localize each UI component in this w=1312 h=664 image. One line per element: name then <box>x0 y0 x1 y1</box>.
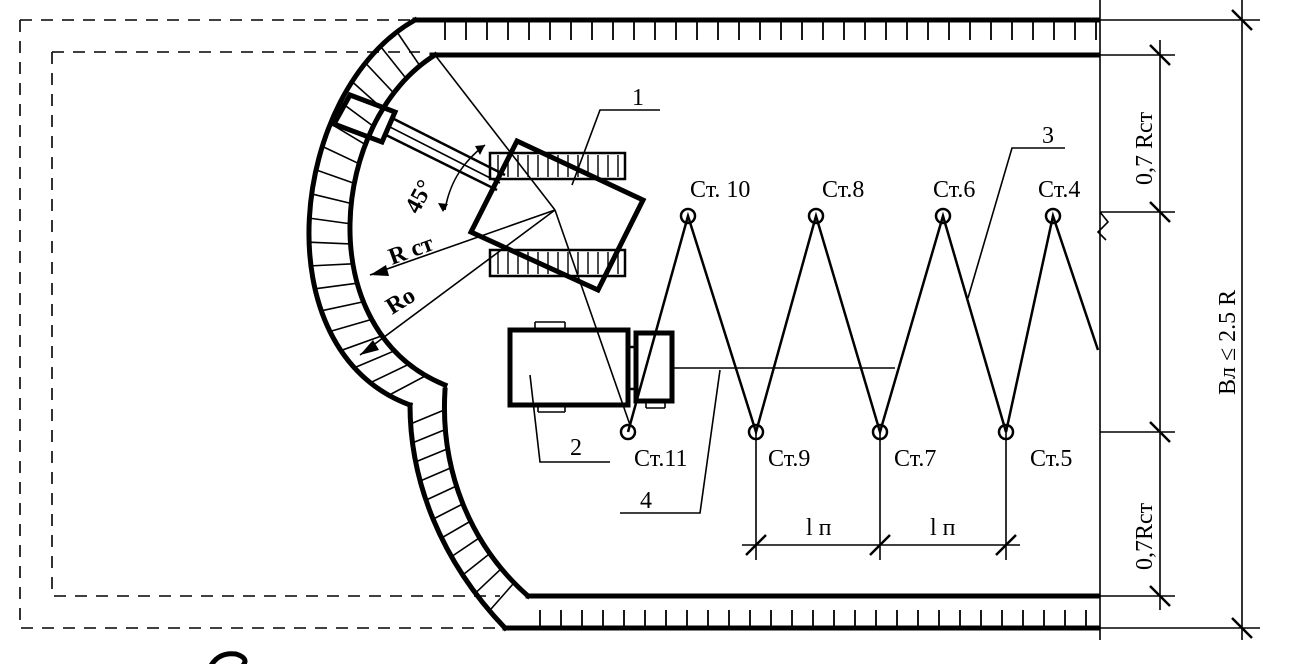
label-dim-bottom: 0,7Rст <box>1132 502 1158 570</box>
label-angle: 45° <box>400 176 439 218</box>
station-label-6: Ст.6 <box>933 177 975 203</box>
label-step-1: l п <box>806 515 832 541</box>
station-label-8: Ст.8 <box>822 177 864 203</box>
station-label-9: Ст.9 <box>768 446 810 472</box>
dimension-lines <box>1096 0 1260 640</box>
station-circle-8 <box>807 207 825 225</box>
leaders <box>529 109 1065 514</box>
label-step-2: l п <box>930 515 956 541</box>
label-truck: 2 <box>570 435 582 461</box>
stations <box>619 207 1062 441</box>
station-circle-9 <box>747 423 765 441</box>
label-dim-top: 0,7 Rст <box>1132 111 1158 185</box>
station-path <box>626 211 1100 437</box>
station-label-5: Ст.5 <box>1030 446 1072 472</box>
partial-glyph <box>208 651 248 664</box>
label-path: 3 <box>1042 123 1054 149</box>
excavator <box>330 54 647 426</box>
bucket <box>330 91 399 146</box>
label-axis: 4 <box>640 488 652 514</box>
station-label-4: Ст.4 <box>1038 177 1080 203</box>
station-circle-11 <box>619 423 637 441</box>
label-dim-mid: Вл ≤ 2.5 R <box>1215 290 1241 395</box>
excavator-body <box>467 137 647 294</box>
truck <box>507 321 675 413</box>
station-label-10: Ст. 10 <box>690 177 750 203</box>
station-circle-7 <box>871 423 889 441</box>
label-machine: 1 <box>632 85 644 111</box>
station-circle-6 <box>934 207 952 225</box>
curved-wall <box>306 16 532 632</box>
top-wall <box>412 17 1101 58</box>
step-dimension <box>742 432 1020 560</box>
bottom-wall <box>502 593 1101 631</box>
station-circle-10 <box>679 207 697 225</box>
label-r-st: R ст <box>385 230 437 270</box>
station-label-11: Ст.11 <box>634 446 687 472</box>
dashed-boundary <box>19 19 500 629</box>
station-circle-5 <box>997 423 1015 441</box>
station-label-7: Ст.7 <box>894 446 936 472</box>
station-circle-4 <box>1044 207 1062 225</box>
